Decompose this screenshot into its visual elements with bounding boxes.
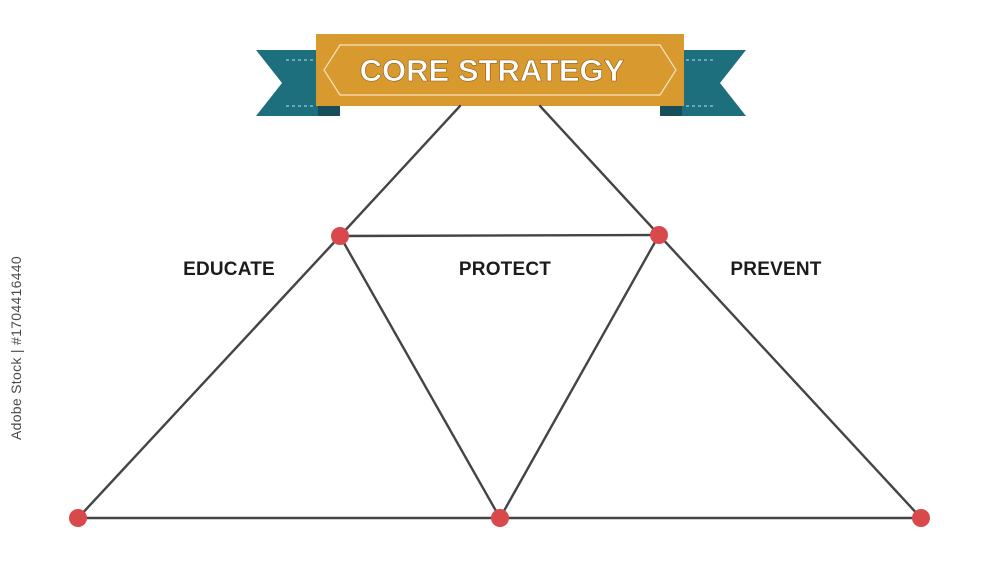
line-mid-horizontal	[338, 233, 661, 238]
node-base-right	[912, 509, 930, 527]
ribbon-tail-left	[256, 50, 318, 116]
banner: CORE STRATEGY	[316, 34, 684, 106]
node-mid-right	[650, 226, 668, 244]
pillar-label-educate: EDUCATE	[183, 259, 275, 280]
ribbon-tail-right	[682, 50, 746, 116]
structure-lines	[76, 104, 923, 520]
ribbon-fold-right	[660, 104, 682, 116]
line-left-inner	[338, 234, 502, 520]
banner-body	[316, 34, 684, 106]
banner-title: CORE STRATEGY	[360, 53, 625, 88]
node-base-left	[69, 509, 87, 527]
line-right-inner	[498, 233, 661, 520]
node-base-center	[491, 509, 509, 527]
line-right-outer	[657, 233, 923, 520]
banner-ribbon	[256, 50, 746, 116]
pillar-label-protect: PROTECT	[458, 259, 552, 280]
ribbon-fold-left	[318, 104, 340, 116]
pillar-label-prevent: PREVENT	[730, 259, 822, 280]
nodes	[69, 226, 930, 527]
node-mid-left	[331, 227, 349, 245]
line-apex-right	[538, 104, 661, 237]
stock-watermark-id: Adobe Stock | #1704416440	[8, 256, 24, 440]
banner-inner-border	[323, 44, 677, 96]
line-apex-left	[338, 104, 462, 238]
line-left-outer	[76, 234, 342, 520]
